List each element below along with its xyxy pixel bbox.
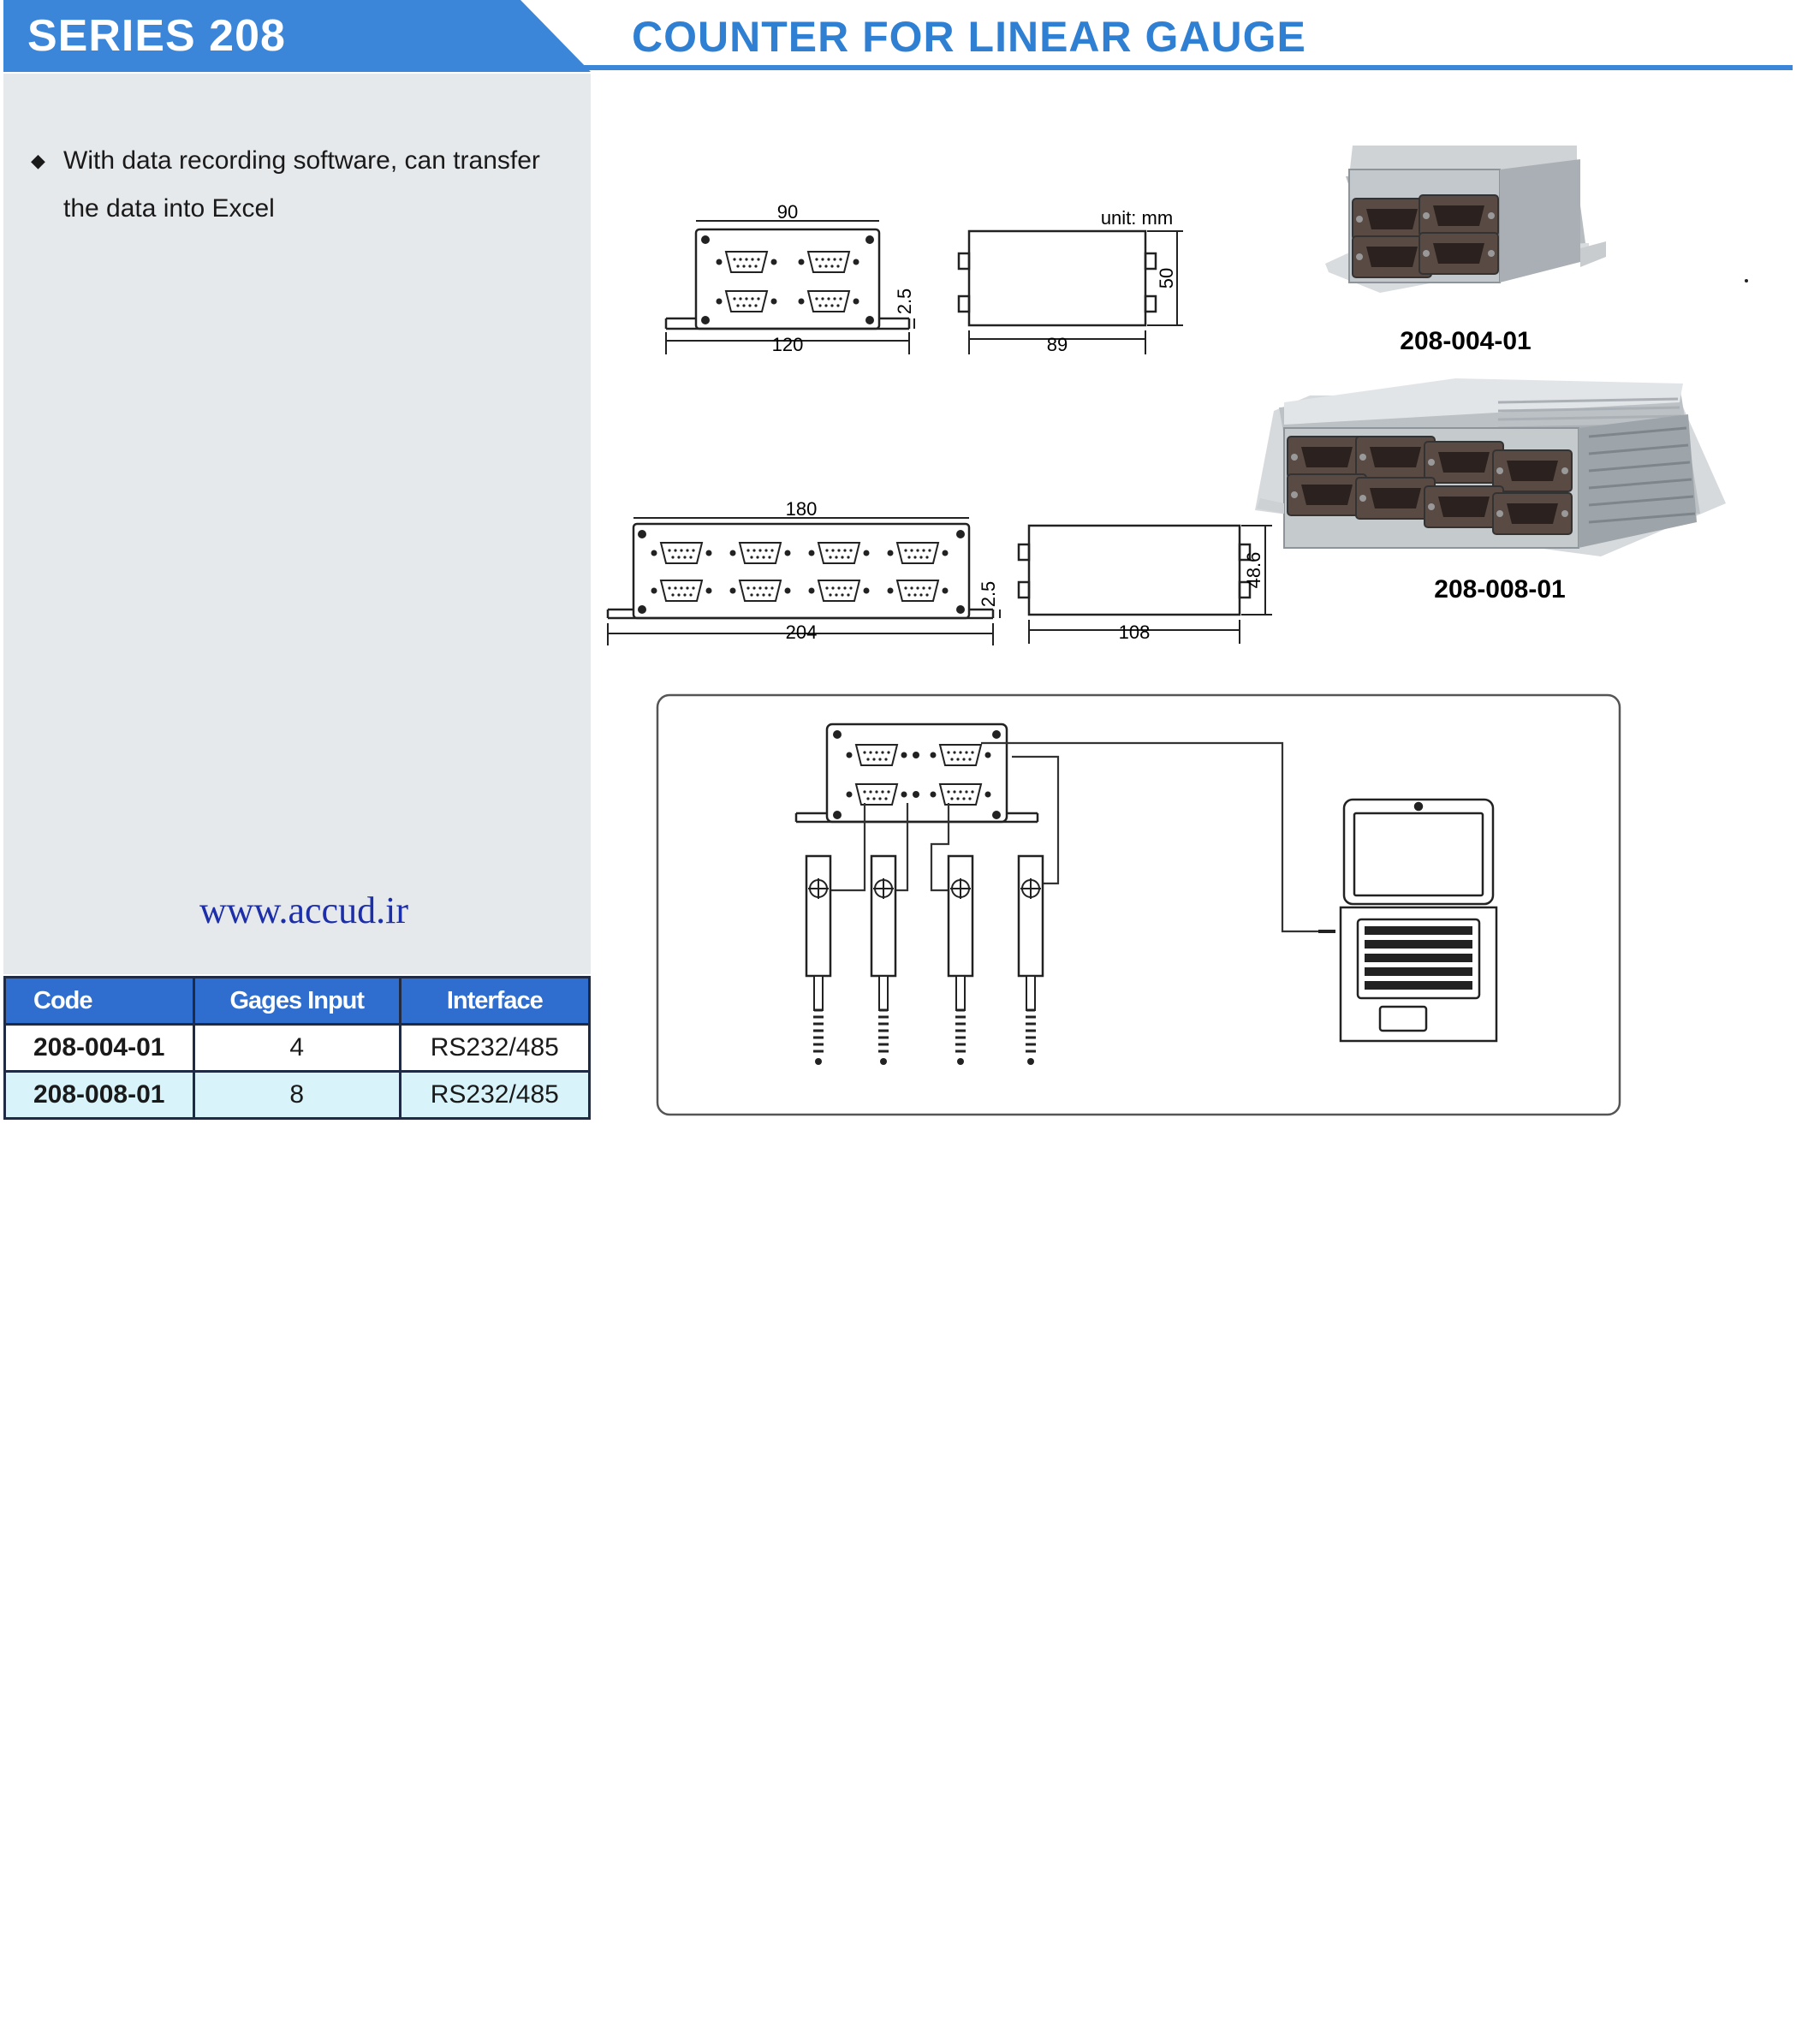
unit-label: unit: mm [1101,207,1173,229]
dim-2-5-small: 2.5 [894,288,915,315]
dim-204: 204 [786,621,818,643]
page-title: COUNTER FOR LINEAR GAUGE [632,13,1306,61]
feature-list: ◆ With data recording software, can tran… [31,137,562,233]
diagram-counter-ports [833,730,1001,819]
dim-2-5-large: 2.5 [978,581,999,608]
dim-108: 108 [1119,621,1151,643]
laptop-icon [1318,798,1498,1043]
diagram-wires [830,741,1318,933]
table-header-row: Code Gages Input Interface [3,976,592,1026]
dim-48-6: 48.6 [1243,552,1264,589]
large-unit-connectors [638,530,965,614]
small-unit-connectors [701,235,874,324]
col-header-code: Code [3,976,195,1026]
dim-120: 120 [772,334,804,355]
large-unit-photo [1255,378,1726,556]
connection-diagram-frame [656,693,1621,1116]
large-unit-front-view [606,517,1001,645]
col-header-interface: Interface [398,976,592,1026]
table-row: 208-004-01 4 RS232/485 [3,1023,592,1073]
small-unit-photo [1325,146,1748,293]
col-header-gages-input: Gages Input [192,976,401,1026]
cell-interface: RS232/485 [398,1070,592,1120]
cell-code: 208-008-01 [3,1070,195,1120]
website-link[interactable]: www.accud.ir [199,889,408,931]
bullet-icon: ◆ [31,150,45,171]
header-rule [582,65,1793,70]
diagram-counter [794,723,1039,824]
small-unit-model: 208-004-01 [1400,327,1531,355]
diagram-gauges [805,854,1044,1067]
large-unit-model: 208-008-01 [1434,575,1565,604]
small-unit-front-view [664,220,915,354]
table-row: 208-008-01 8 RS232/485 [3,1070,592,1120]
series-label: SERIES 208 [27,11,286,61]
cell-code: 208-004-01 [3,1023,195,1073]
dim-90: 90 [777,201,798,223]
large-unit-side-view [1017,524,1272,644]
technical-drawings: 90 120 2.5 89 50 unit: mm 208-004-01 [606,146,1748,1116]
spec-table: Code Gages Input Interface 208-004-01 4 … [3,976,592,1120]
cell-inputs: 4 [192,1023,401,1073]
dim-50: 50 [1156,268,1177,288]
cell-interface: RS232/485 [398,1023,592,1073]
laptop-keyboard [1365,926,1472,990]
small-unit-side-view [957,229,1183,354]
feature-item: With data recording software, can transf… [63,146,540,223]
dim-180: 180 [786,498,818,520]
dim-89: 89 [1047,334,1068,355]
series-tab: SERIES 208 [3,0,591,72]
cell-inputs: 8 [192,1070,401,1120]
left-panel [3,74,591,974]
